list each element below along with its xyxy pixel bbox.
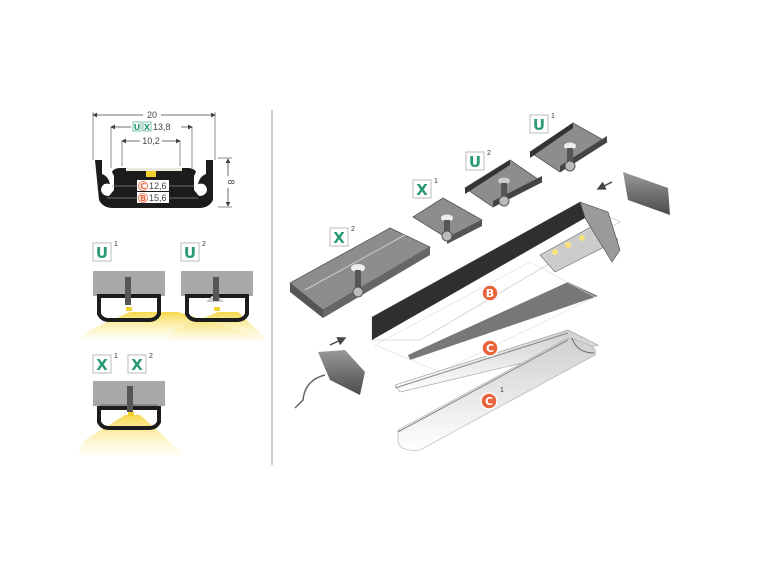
cover-tag-letter: C	[485, 395, 493, 408]
mount-plate-u1	[529, 122, 608, 173]
mount-tag-letter: U	[533, 116, 545, 134]
mount-tag-sup: 2	[351, 226, 355, 233]
mount-tag-sup: 1	[434, 178, 438, 185]
led-chip	[146, 171, 156, 177]
mount-view-x: X 1 X 2	[78, 353, 185, 455]
tag-u1: U 1	[529, 113, 555, 134]
cover-b	[374, 261, 598, 373]
cover-tag-letter: C	[486, 342, 494, 355]
tag-u: U	[134, 123, 141, 132]
tag-x: X	[144, 123, 151, 132]
tag-cover-c: C	[481, 339, 499, 357]
mount-tag-letter: U	[469, 153, 481, 171]
height-label: 8	[226, 179, 236, 184]
tag-cover-c1: C 1	[480, 387, 504, 410]
tag-b: B	[140, 194, 146, 203]
mount-plate-x1	[412, 197, 483, 244]
inner-width-label: 13,8	[153, 122, 171, 132]
mount-tag-sup: 1	[114, 353, 118, 360]
mount-tag-letter: X	[131, 356, 143, 374]
mount-tag-sup: 2	[487, 150, 491, 157]
tag-x2: X 2	[329, 226, 355, 247]
exploded-view: X 2 X 1 U 2 U 1 B C C 1	[289, 113, 670, 451]
tag-u2: U 2	[465, 150, 491, 171]
mount-plate-x2	[289, 227, 431, 318]
tag-c: C	[140, 182, 146, 191]
mount-tag-letter: U	[96, 244, 108, 262]
mount-tag-sup: 2	[149, 353, 153, 360]
main-profile	[371, 201, 621, 341]
tag-x1: X 1	[412, 178, 438, 199]
tag-cover-b: B	[481, 284, 499, 302]
mount-tag-sup: 1	[551, 113, 555, 120]
mount-tag-sup: 1	[114, 241, 118, 248]
cover-tag-sup: 1	[500, 387, 504, 394]
opening-label: 10,2	[142, 136, 160, 146]
cover-c-width: 12,6	[149, 181, 167, 191]
mount-tag-sup: 2	[202, 241, 206, 248]
cross-section: 20 U X 13,8 10,2 C 12,6 B 15,6	[92, 109, 236, 208]
width-label: 20	[147, 110, 157, 120]
cover-b-width: 15,6	[149, 193, 167, 203]
mount-tag-letter: X	[416, 181, 428, 199]
mount-view-u2: U 2	[170, 241, 268, 340]
mount-tag-letter: X	[333, 229, 345, 247]
cover-c	[394, 329, 599, 393]
cover-tag-letter: B	[486, 287, 494, 300]
mount-plate-u2	[464, 159, 543, 208]
mount-tag-letter: X	[96, 356, 108, 374]
cover-c1	[397, 337, 596, 451]
end-cap-left	[294, 337, 365, 409]
end-cap-right	[596, 172, 670, 215]
mount-tag-letter: U	[184, 244, 196, 262]
